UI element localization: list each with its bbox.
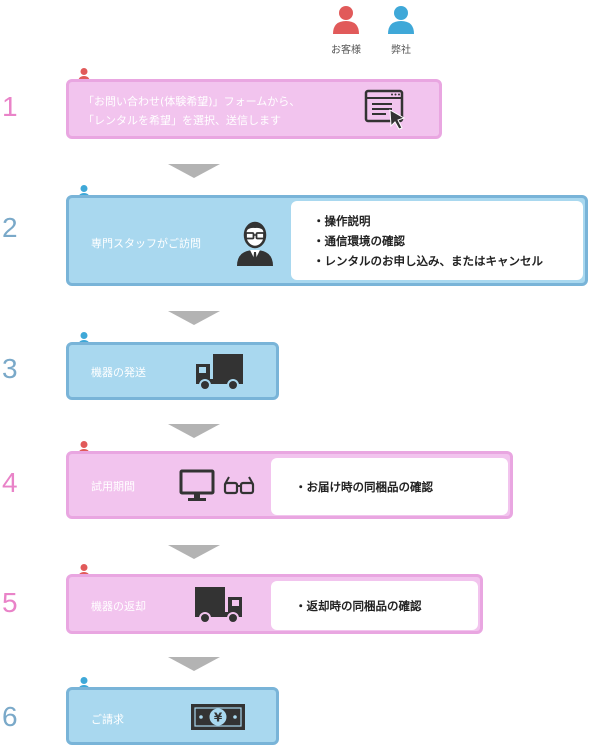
step-5-label: 機器の返却 bbox=[91, 600, 146, 613]
step-3-label: 機器の発送 bbox=[91, 366, 146, 379]
monitor-glasses-icon bbox=[179, 469, 255, 501]
step-4-label: 試用期間 bbox=[91, 480, 135, 493]
step-2-label: 専門スタッフがご訪問 bbox=[91, 237, 201, 250]
step-6-label: ご請求 bbox=[91, 713, 124, 726]
step-2-details-panel: ・操作説明 ・通信環境の確認 ・レンタルのお申し込み、またはキャンセル bbox=[291, 201, 583, 280]
company-person-icon bbox=[388, 6, 414, 34]
svg-text:¥: ¥ bbox=[214, 711, 223, 725]
flow-arrow bbox=[168, 545, 220, 559]
step-2-box: 専門スタッフがご訪問 ・操作説明 ・通信環境の確認 ・レンタルのお申し込み、また… bbox=[66, 195, 588, 286]
flow-arrow bbox=[168, 657, 220, 671]
step-2-detail-1: ・操作説明 bbox=[313, 214, 371, 228]
step-1-line-1: 「お問い合わせ(体験希望)」フォームから、 bbox=[83, 95, 301, 108]
step-3-number: 3 bbox=[2, 353, 18, 384]
step-5-box: 機器の返却 ・返却時の同梱品の確認 bbox=[66, 574, 483, 634]
legend-customer-label: お客様 bbox=[331, 45, 361, 56]
step-4-detail-1: ・お届け時の同梱品の確認 bbox=[295, 480, 433, 494]
step-5-detail-1: ・返却時の同梱品の確認 bbox=[295, 599, 422, 613]
web-form-icon bbox=[364, 89, 406, 130]
step-4-box: 試用期間 ・お届け時の同梱品の確認 bbox=[66, 451, 513, 519]
staff-icon bbox=[237, 221, 273, 266]
step-3-box: 機器の発送 bbox=[66, 342, 279, 400]
customer-person-icon bbox=[333, 6, 359, 34]
step-2-detail-2: ・通信環境の確認 bbox=[313, 234, 405, 248]
step-4-details-panel: ・お届け時の同梱品の確認 bbox=[271, 458, 508, 515]
flow-arrow bbox=[168, 311, 220, 325]
yen-banknote-icon: ¥ bbox=[191, 704, 245, 730]
step-1-box: 「お問い合わせ(体験希望)」フォームから、 「レンタルを希望」を選択、送信します bbox=[66, 79, 442, 139]
flow-arrow bbox=[168, 424, 220, 438]
step-2-detail-3: ・レンタルのお申し込み、またはキャンセル bbox=[313, 254, 543, 268]
step-4-number: 4 bbox=[2, 467, 18, 498]
truck-icon bbox=[196, 354, 243, 391]
step-6-box: ご請求 ¥ bbox=[66, 687, 279, 745]
step-6-number: 6 bbox=[2, 701, 18, 732]
step-1-line-2: 「レンタルを希望」を選択、送信します bbox=[83, 114, 281, 127]
step-2-number: 2 bbox=[2, 212, 18, 243]
step-5-number: 5 bbox=[2, 587, 18, 618]
legend-company-label: 弊社 bbox=[391, 45, 411, 56]
step-5-details-panel: ・返却時の同梱品の確認 bbox=[271, 581, 478, 630]
truck-icon bbox=[195, 587, 242, 624]
flow-arrow bbox=[168, 164, 220, 178]
step-1-number: 1 bbox=[2, 91, 18, 122]
